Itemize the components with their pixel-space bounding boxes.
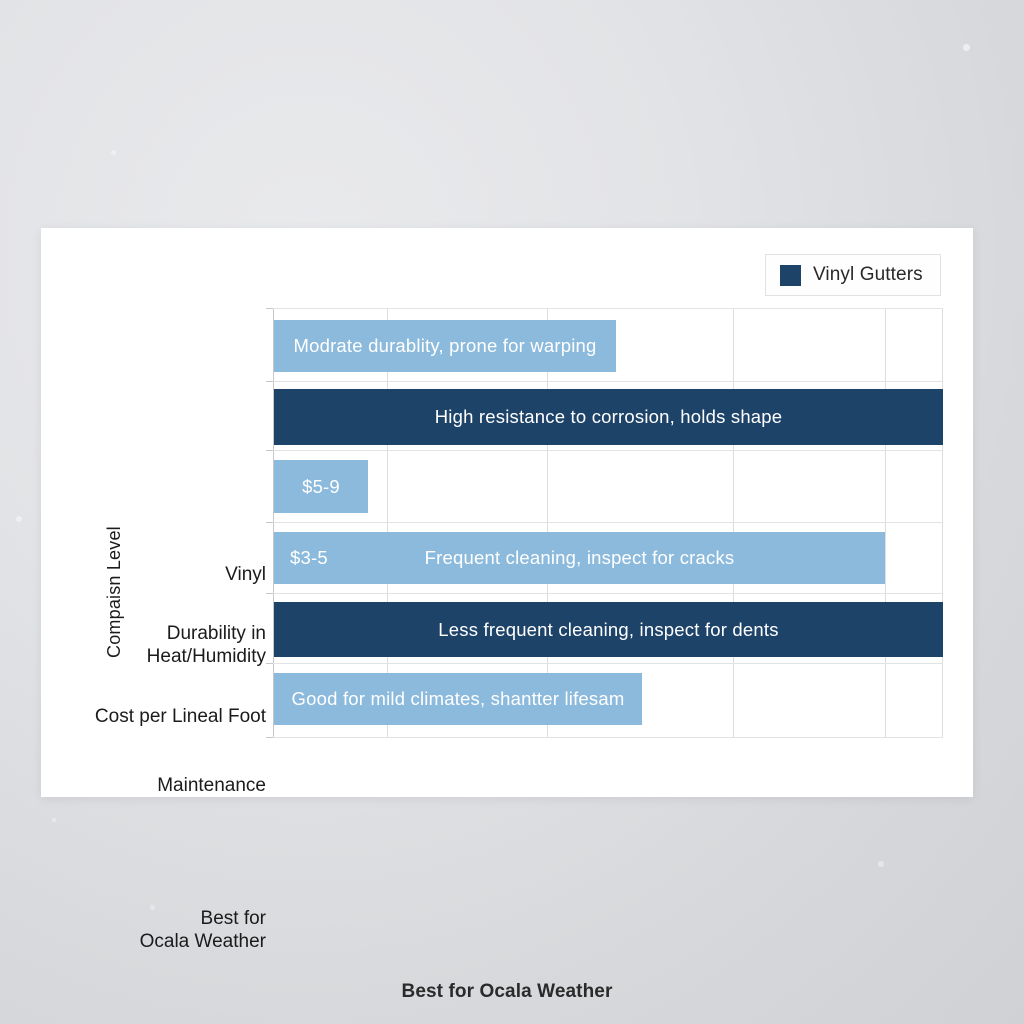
- gridline-horizontal: [273, 381, 943, 382]
- y-axis-tick: [266, 593, 273, 594]
- bar-best-for-ocala-weather[interactable]: Good for mild climates, shantter lifesam: [274, 673, 642, 725]
- y-axis-tick: [266, 737, 273, 738]
- bar-lead-label: $3-5: [290, 547, 328, 568]
- backdrop-speck: [111, 150, 116, 155]
- legend-label-vinyl-gutters: Vinyl Gutters: [813, 264, 923, 285]
- bar-vinyl[interactable]: Modrate durablity, prone for warping: [274, 320, 616, 372]
- bar-value-label: Less frequent cleaning, inspect for dent…: [438, 618, 779, 640]
- bar-value-label: $5-9: [302, 475, 340, 497]
- bar-durability-in-heat-humidity[interactable]: High resistance to corrosion, holds shap…: [274, 389, 943, 445]
- y-tick-label-vinyl: Vinyl: [225, 564, 266, 585]
- bar-cost-per-lineal-foot[interactable]: $5-9: [274, 460, 368, 513]
- chart-legend[interactable]: Vinyl Gutters: [765, 254, 941, 296]
- legend-swatch-vinyl-gutters: [780, 264, 801, 286]
- x-axis-title: Best for Ocala Weather: [401, 981, 613, 1002]
- backdrop-speck: [52, 818, 56, 822]
- gridline-horizontal: [273, 308, 943, 309]
- y-axis-tick: [266, 522, 273, 523]
- bar-value-label: Good for mild climates, shantter lifesam: [291, 688, 625, 709]
- gridline-horizontal: [273, 663, 943, 664]
- gridline-horizontal: [273, 737, 943, 738]
- gridline-horizontal: [273, 522, 943, 523]
- y-axis-tick: [266, 663, 273, 664]
- bar-value-label: Modrate durablity, prone for warping: [293, 335, 597, 356]
- y-axis-tick: [266, 450, 273, 451]
- gridline-horizontal: [273, 593, 943, 594]
- bar-unlabeled-row[interactable]: Less frequent cleaning, inspect for dent…: [274, 602, 943, 657]
- backdrop-speck: [878, 861, 884, 867]
- plot-area: Modrate durablity, prone for warping Hig…: [266, 308, 943, 738]
- y-axis-tick: [266, 308, 273, 309]
- y-axis-tick: [266, 381, 273, 382]
- y-tick-label-best-for-ocala-weather: Best for Ocala Weather: [139, 908, 266, 953]
- bar-maintenance[interactable]: $3-5 Frequent cleaning, inspect for crac…: [274, 532, 885, 584]
- backdrop-speck: [963, 44, 970, 51]
- chart-card: Vinyl Gutters Compaisn Level Vinyl Durab…: [41, 228, 973, 1002]
- backdrop-speck: [16, 516, 22, 522]
- bar-value-label: Frequent cleaning, inspect for cracks: [424, 547, 735, 568]
- y-tick-label-cost-per-lineal-foot: Cost per Lineal Foot: [94, 706, 266, 727]
- y-tick-label-maintenance: Maintenance: [157, 775, 266, 796]
- bar-value-label: High resistance to corrosion, holds shap…: [434, 406, 783, 427]
- y-tick-label-durability: Durability in Heat/Humidity: [146, 623, 266, 668]
- gridline-horizontal: [273, 450, 943, 451]
